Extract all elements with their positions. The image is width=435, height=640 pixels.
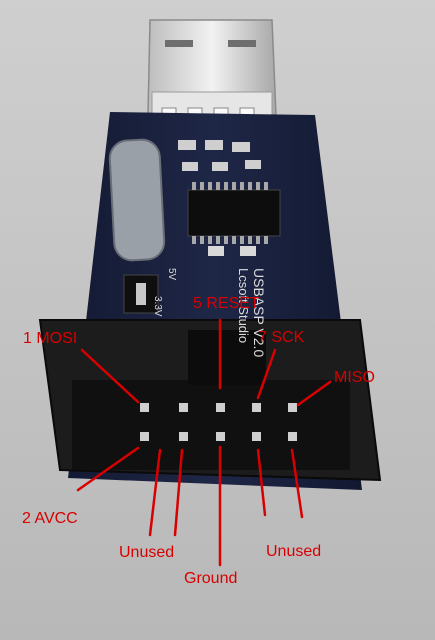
line-unused-3 <box>256 448 267 517</box>
line-mosi <box>80 348 140 404</box>
annotation-lines <box>76 318 332 567</box>
label-reset: 5 RESET <box>193 295 260 312</box>
line-avcc <box>76 446 140 492</box>
line-unused-2 <box>173 448 184 537</box>
line-miso <box>296 380 332 407</box>
label-ground: Ground <box>184 570 238 587</box>
silkscreen-5v: 5V <box>166 268 177 281</box>
voltage-jumper <box>123 274 159 314</box>
microcontroller <box>187 182 281 244</box>
line-unused-1 <box>148 448 162 537</box>
line-sck <box>256 348 277 400</box>
led-1 <box>208 246 224 256</box>
label-mosi: 1 MOSI <box>23 330 78 347</box>
silkscreen-3v3: 3.3V <box>152 296 163 317</box>
label-unused-right: Unused <box>266 543 322 560</box>
led-2 <box>240 246 256 256</box>
label-unused-left: Unused <box>119 544 175 561</box>
smd-parts <box>178 140 261 171</box>
header-pins <box>140 403 297 441</box>
line-unused-4 <box>290 448 304 519</box>
crystal <box>108 138 166 262</box>
label-miso: MISO <box>334 369 375 386</box>
label-sck: 7 SCK <box>258 329 305 346</box>
isp-header <box>38 319 382 482</box>
label-avcc: 2 AVCC <box>22 510 78 527</box>
